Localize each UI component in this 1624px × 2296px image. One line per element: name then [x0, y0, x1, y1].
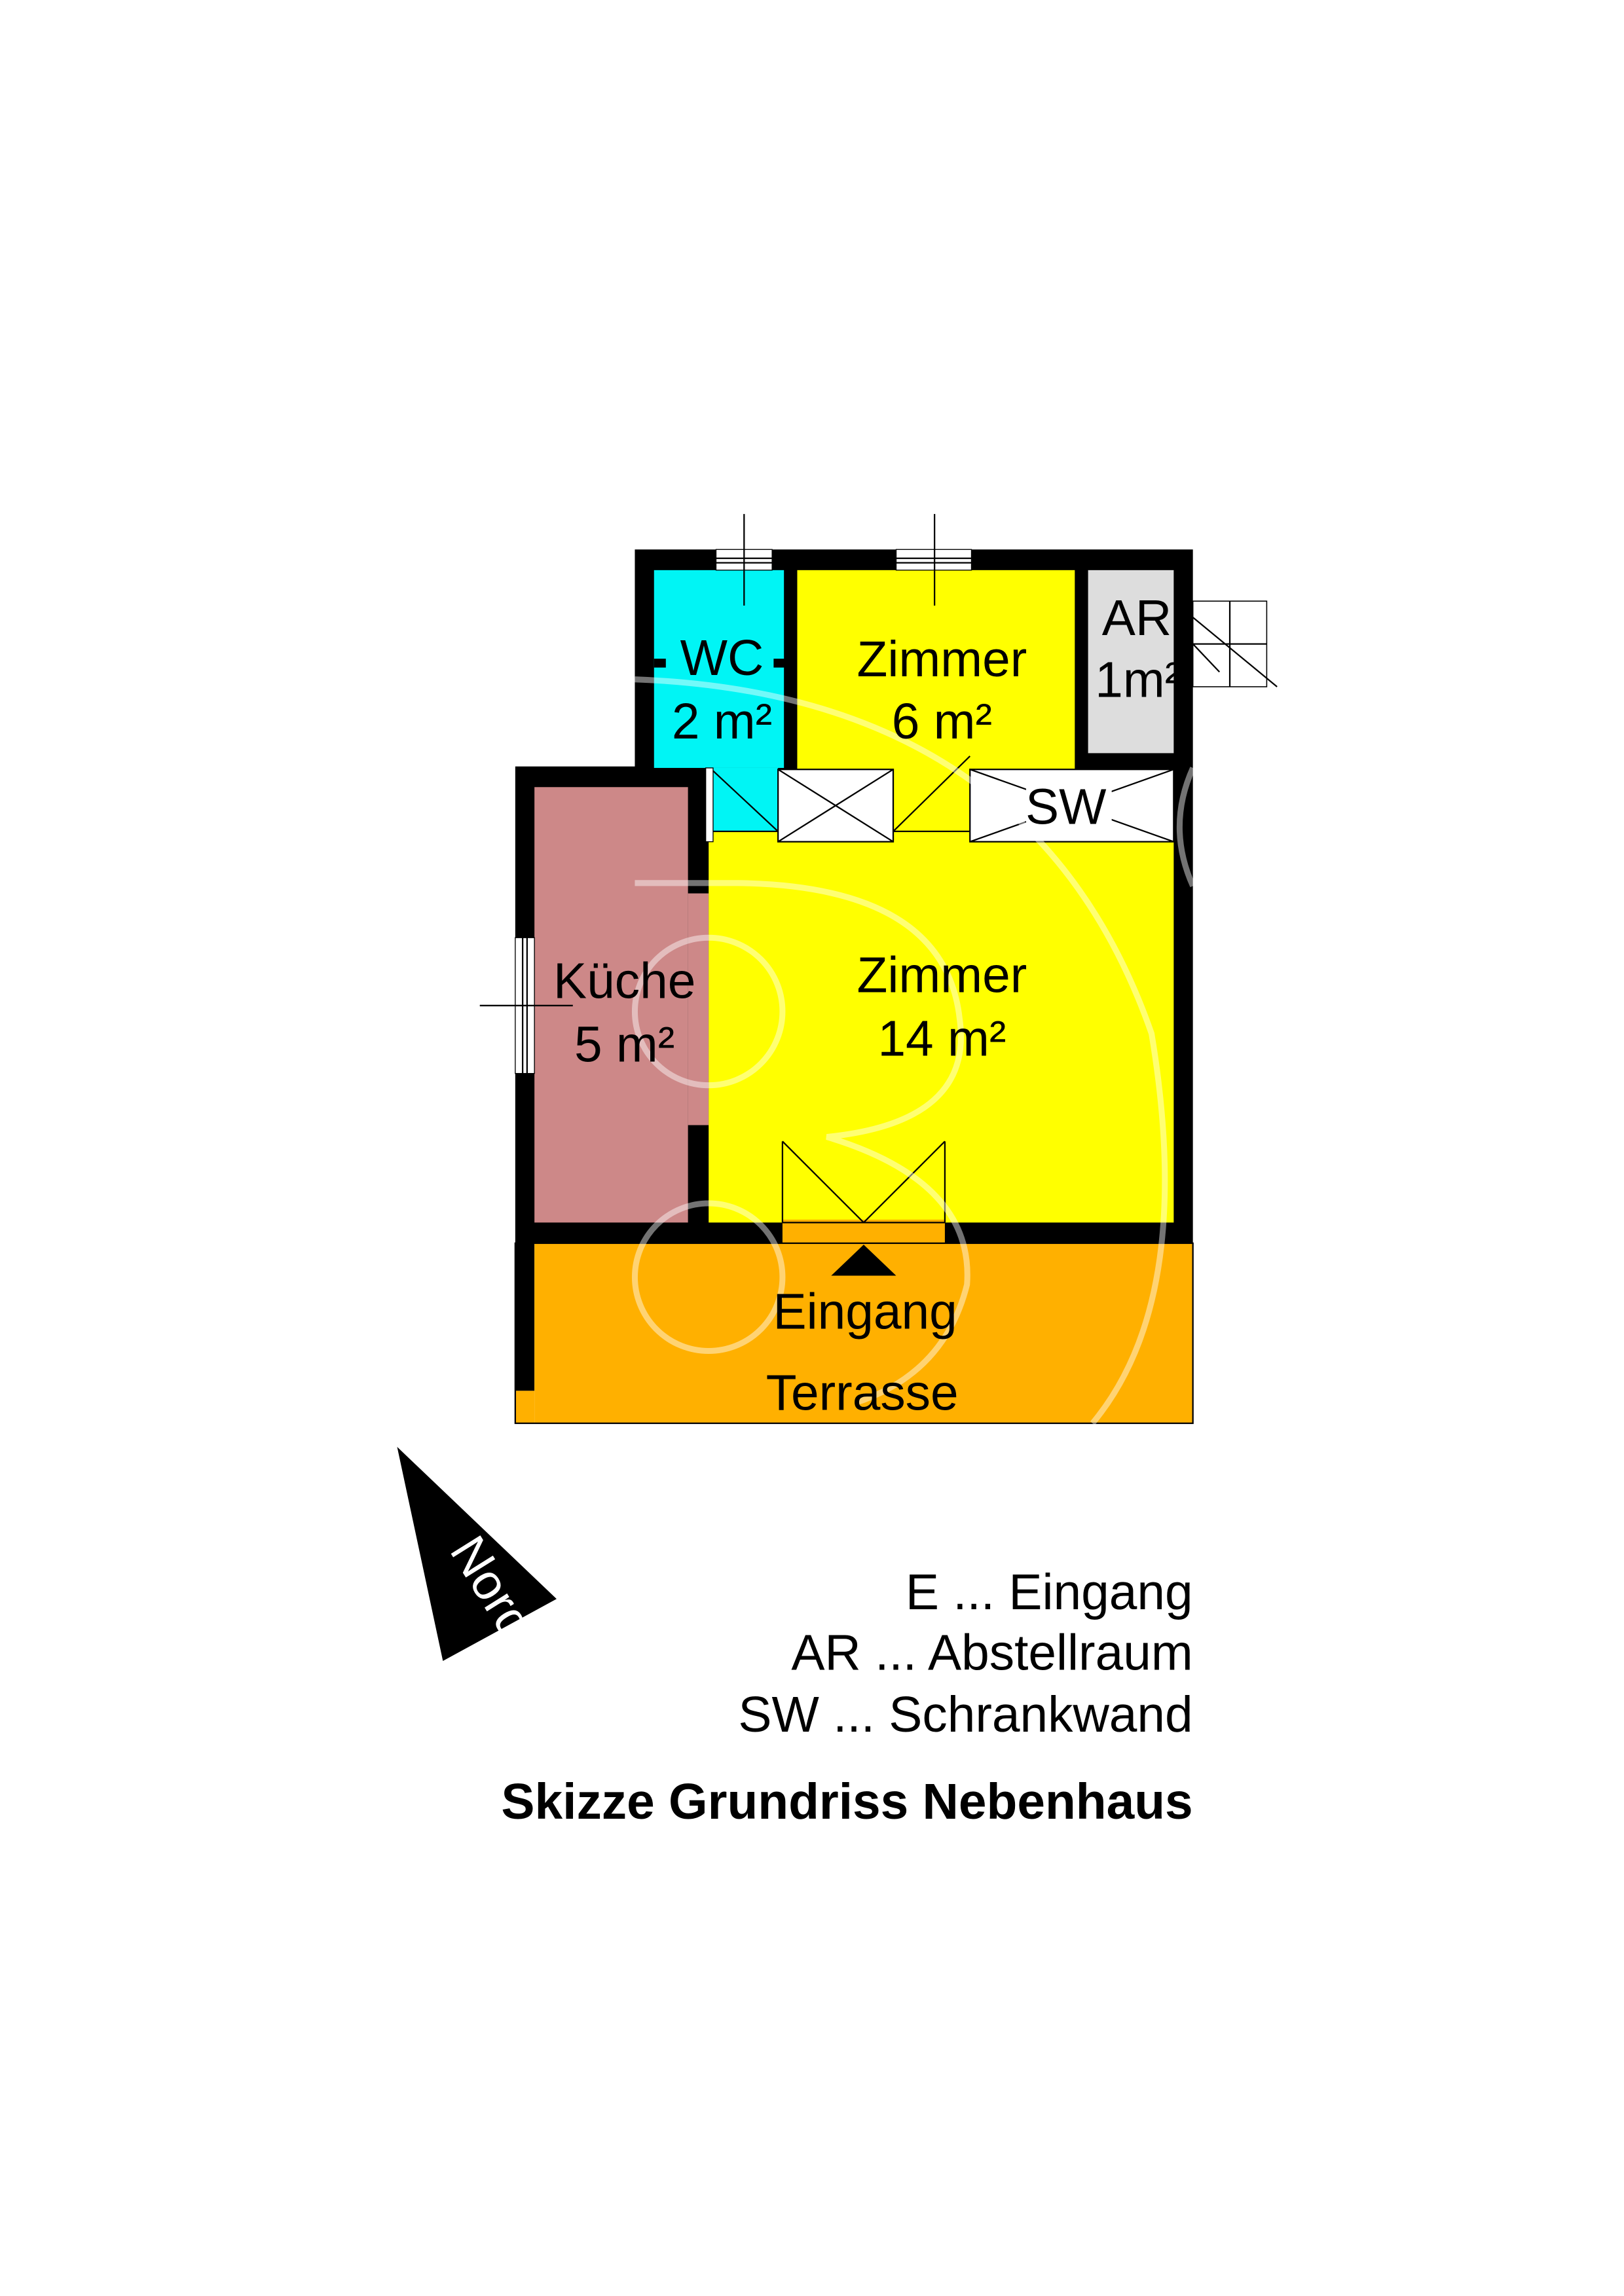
hall-door-zimmer6 [893, 767, 970, 833]
room-label-wc: WC [680, 630, 764, 686]
window-zimmer-6 [895, 514, 972, 606]
entrance-opening [782, 1219, 945, 1245]
room-area-kueche: 5 m² [574, 1017, 674, 1073]
legend-item: AR ... Abstellraum [791, 1625, 1192, 1681]
kitchen-opening [688, 893, 709, 1125]
wardrobe-box [777, 769, 895, 843]
room-label-terrasse: Terrasse [766, 1366, 959, 1421]
legend: E ... Eingang AR ... Abstellraum SW ... … [738, 1565, 1192, 1743]
room-wc-hall [709, 767, 779, 833]
terrace-bottom [515, 1391, 535, 1423]
legend-item: E ... Eingang [906, 1565, 1193, 1620]
room-label-kueche: Küche [553, 954, 695, 1010]
room-label-eingang: Eingang [773, 1285, 957, 1340]
legend-item: SW ... Schrankwand [738, 1687, 1192, 1743]
room-label-zimmer-14: Zimmer [857, 948, 1027, 1004]
wc-door-notch [773, 659, 786, 668]
north-arrow: Norden [397, 1447, 574, 1696]
room-label-sw: SW [1025, 780, 1107, 835]
room-zimmer-6 [797, 570, 1075, 770]
room-area-zimmer-6: 6 m² [892, 694, 992, 750]
terrace-left-wall [515, 1243, 535, 1391]
room-label-zimmer-6: Zimmer [857, 632, 1027, 687]
room-zimmer-14 [709, 831, 1174, 1223]
room-area-ar: 1m² [1095, 653, 1181, 708]
room-wc [654, 570, 784, 768]
entrance-arrow-icon [831, 1245, 896, 1276]
door-entrance [781, 1140, 946, 1224]
wc-door-notch [654, 659, 666, 668]
watermark-logo [631, 676, 1196, 1425]
north-arrow-icon [397, 1447, 557, 1661]
room-area-zimmer-14: 14 m² [877, 1011, 1006, 1067]
door-wc [705, 767, 779, 843]
door-zimmer-6 [893, 756, 971, 833]
schrankwand-box [969, 769, 1175, 843]
plan-title: Skizze Grundriss Nebenhaus [501, 1774, 1192, 1830]
stairs-icon [1192, 600, 1278, 687]
room-area-wc: 2 m² [672, 694, 772, 750]
window-kueche [479, 937, 573, 1074]
floor-plan: WC 2 m² Zimmer 6 m² AR 1m² SW Küche 5 m²… [479, 514, 1278, 1425]
room-ar [1088, 570, 1174, 754]
terrace-outline [514, 1242, 1194, 1425]
window-wc [715, 514, 773, 606]
room-label-ar: AR [1102, 591, 1172, 646]
